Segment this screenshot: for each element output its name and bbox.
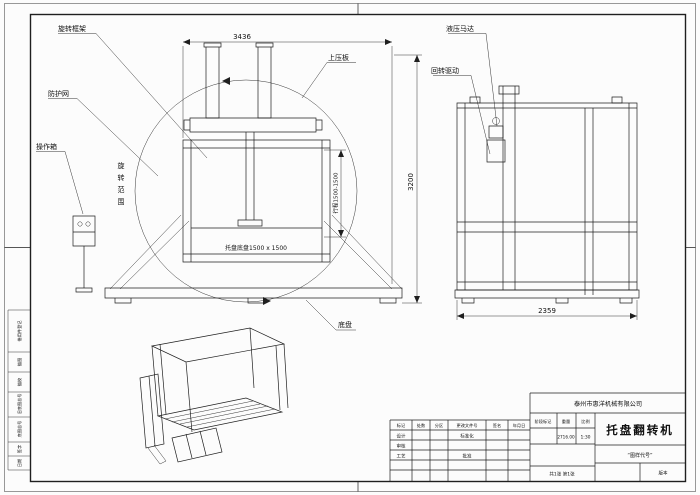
control-box-button xyxy=(77,221,83,227)
revision-col-header: 更改文件号 xyxy=(457,422,478,429)
front-view: 旋转框架 上压板 防护网 操作箱 底盘 旋 转 范 围 托盘底盘1500 x 1… xyxy=(36,24,422,331)
margin-row-label: 日期 xyxy=(17,459,23,467)
extension-lines-front xyxy=(182,46,422,304)
hydraulic-cylinders xyxy=(203,42,274,119)
margin-row-label: 描图 xyxy=(16,358,23,366)
dim-text-side-width: 2359 xyxy=(538,307,556,315)
top-stubs xyxy=(469,96,623,104)
side-view: 液压马达 回转驱动 2359 xyxy=(431,24,640,320)
iso-lower-clamp xyxy=(171,427,223,463)
margin-row-label: 签字 xyxy=(16,445,22,453)
iso-platform-slats xyxy=(164,400,276,428)
weight-value: 2716.00 xyxy=(557,435,575,440)
base-chassis xyxy=(104,287,403,304)
sign-label-process: 工艺 xyxy=(397,454,406,460)
side-frame xyxy=(456,102,638,295)
label-rotation-range-char: 转 xyxy=(118,173,125,182)
margin-row-label: 底图总号 xyxy=(16,421,23,438)
control-box-outline xyxy=(72,215,96,293)
product-name: 托盘翻转机 xyxy=(606,423,674,437)
drawing-code: “图样代号” xyxy=(627,452,653,459)
version-label: 版本 xyxy=(659,470,668,477)
inner-border xyxy=(29,13,687,483)
revision-col-header: 处数 xyxy=(417,422,426,429)
margin-row-label: 借用件登记 xyxy=(16,320,23,342)
dim-text-height: 3200 xyxy=(407,173,415,191)
sheet-info: 共1张 第1张 xyxy=(549,471,575,478)
drawing-frame xyxy=(4,3,696,492)
side-base xyxy=(454,289,640,304)
label-guard-net: 防护网 xyxy=(48,89,69,98)
sign-label-design: 设计 xyxy=(397,433,406,440)
leader-lines-side xyxy=(433,33,498,155)
stage-mark-label: 阶段标记 xyxy=(535,418,553,425)
title-block-grid xyxy=(389,392,686,481)
outer-border xyxy=(4,3,696,492)
label-control-box: 操作箱 xyxy=(36,142,57,151)
revision-col-header: 分区 xyxy=(435,422,443,429)
control-box-button xyxy=(85,221,91,227)
label-upper-press-plate: 上压板 xyxy=(328,53,349,62)
scale-value: 1:30 xyxy=(580,435,590,441)
support-legs xyxy=(109,214,403,290)
press-ram xyxy=(237,132,263,227)
revision-col-header: 标记 xyxy=(397,422,406,429)
rotation-range-circle xyxy=(134,79,358,303)
rotation-arrow-bottom xyxy=(263,297,271,305)
iso-platform xyxy=(156,397,284,431)
margin-row-label: 旧底图总号 xyxy=(16,394,23,415)
margin-row-label: 描校 xyxy=(16,377,23,386)
iso-clamp-arm xyxy=(139,373,165,449)
sign-label-approve: 批准 xyxy=(463,453,472,460)
upper-press-beam xyxy=(183,117,323,133)
scale-label: 比例 xyxy=(581,418,589,425)
label-hydraulic-motor: 液压马达 xyxy=(446,24,474,33)
leader-lines xyxy=(36,33,356,331)
centering-marks xyxy=(4,3,696,492)
title-block: 标记 处数 分区 更改文件号 签名 年月日 设计 审核 工艺 标准化 批准 阶段… xyxy=(389,392,686,481)
revision-col-header: 年月日 xyxy=(513,422,526,429)
iso-frame xyxy=(150,327,289,433)
margin-strip-grid xyxy=(7,309,30,471)
label-rotation-range-char: 围 xyxy=(118,198,125,206)
iso-cylinder xyxy=(147,444,167,465)
dim-text-width: 3436 xyxy=(233,33,251,41)
sign-label-check: 审核 xyxy=(397,443,406,450)
revision-col-header: 签名 xyxy=(493,422,501,429)
label-base: 底盘 xyxy=(338,320,352,329)
margin-strip: 借用件登记 描图 描校 旧底图总号 底图总号 签字 日期 xyxy=(7,309,30,471)
label-rotation-range-char: 旋 xyxy=(118,161,125,170)
rotating-frame-outline xyxy=(182,139,331,263)
weight-label: 重量 xyxy=(562,418,570,425)
sign-label-standardization: 标准化 xyxy=(460,433,474,440)
motor-and-gearbox xyxy=(486,125,506,163)
label-pallet-base: 托盘底盘1500 x 1500 xyxy=(225,244,287,252)
rotary-column xyxy=(498,85,520,290)
label-rotary-drive: 回转驱动 xyxy=(431,66,459,75)
rotation-arrow-top xyxy=(222,77,230,85)
label-rotating-frame: 旋转框架 xyxy=(58,24,86,33)
company-name: 泰州市惠洋机械有限公司 xyxy=(574,400,642,408)
dim-text-stroke: 行程1500-1500 xyxy=(332,172,340,213)
label-rotation-range-char: 范 xyxy=(118,185,125,194)
isometric-view xyxy=(139,327,289,465)
